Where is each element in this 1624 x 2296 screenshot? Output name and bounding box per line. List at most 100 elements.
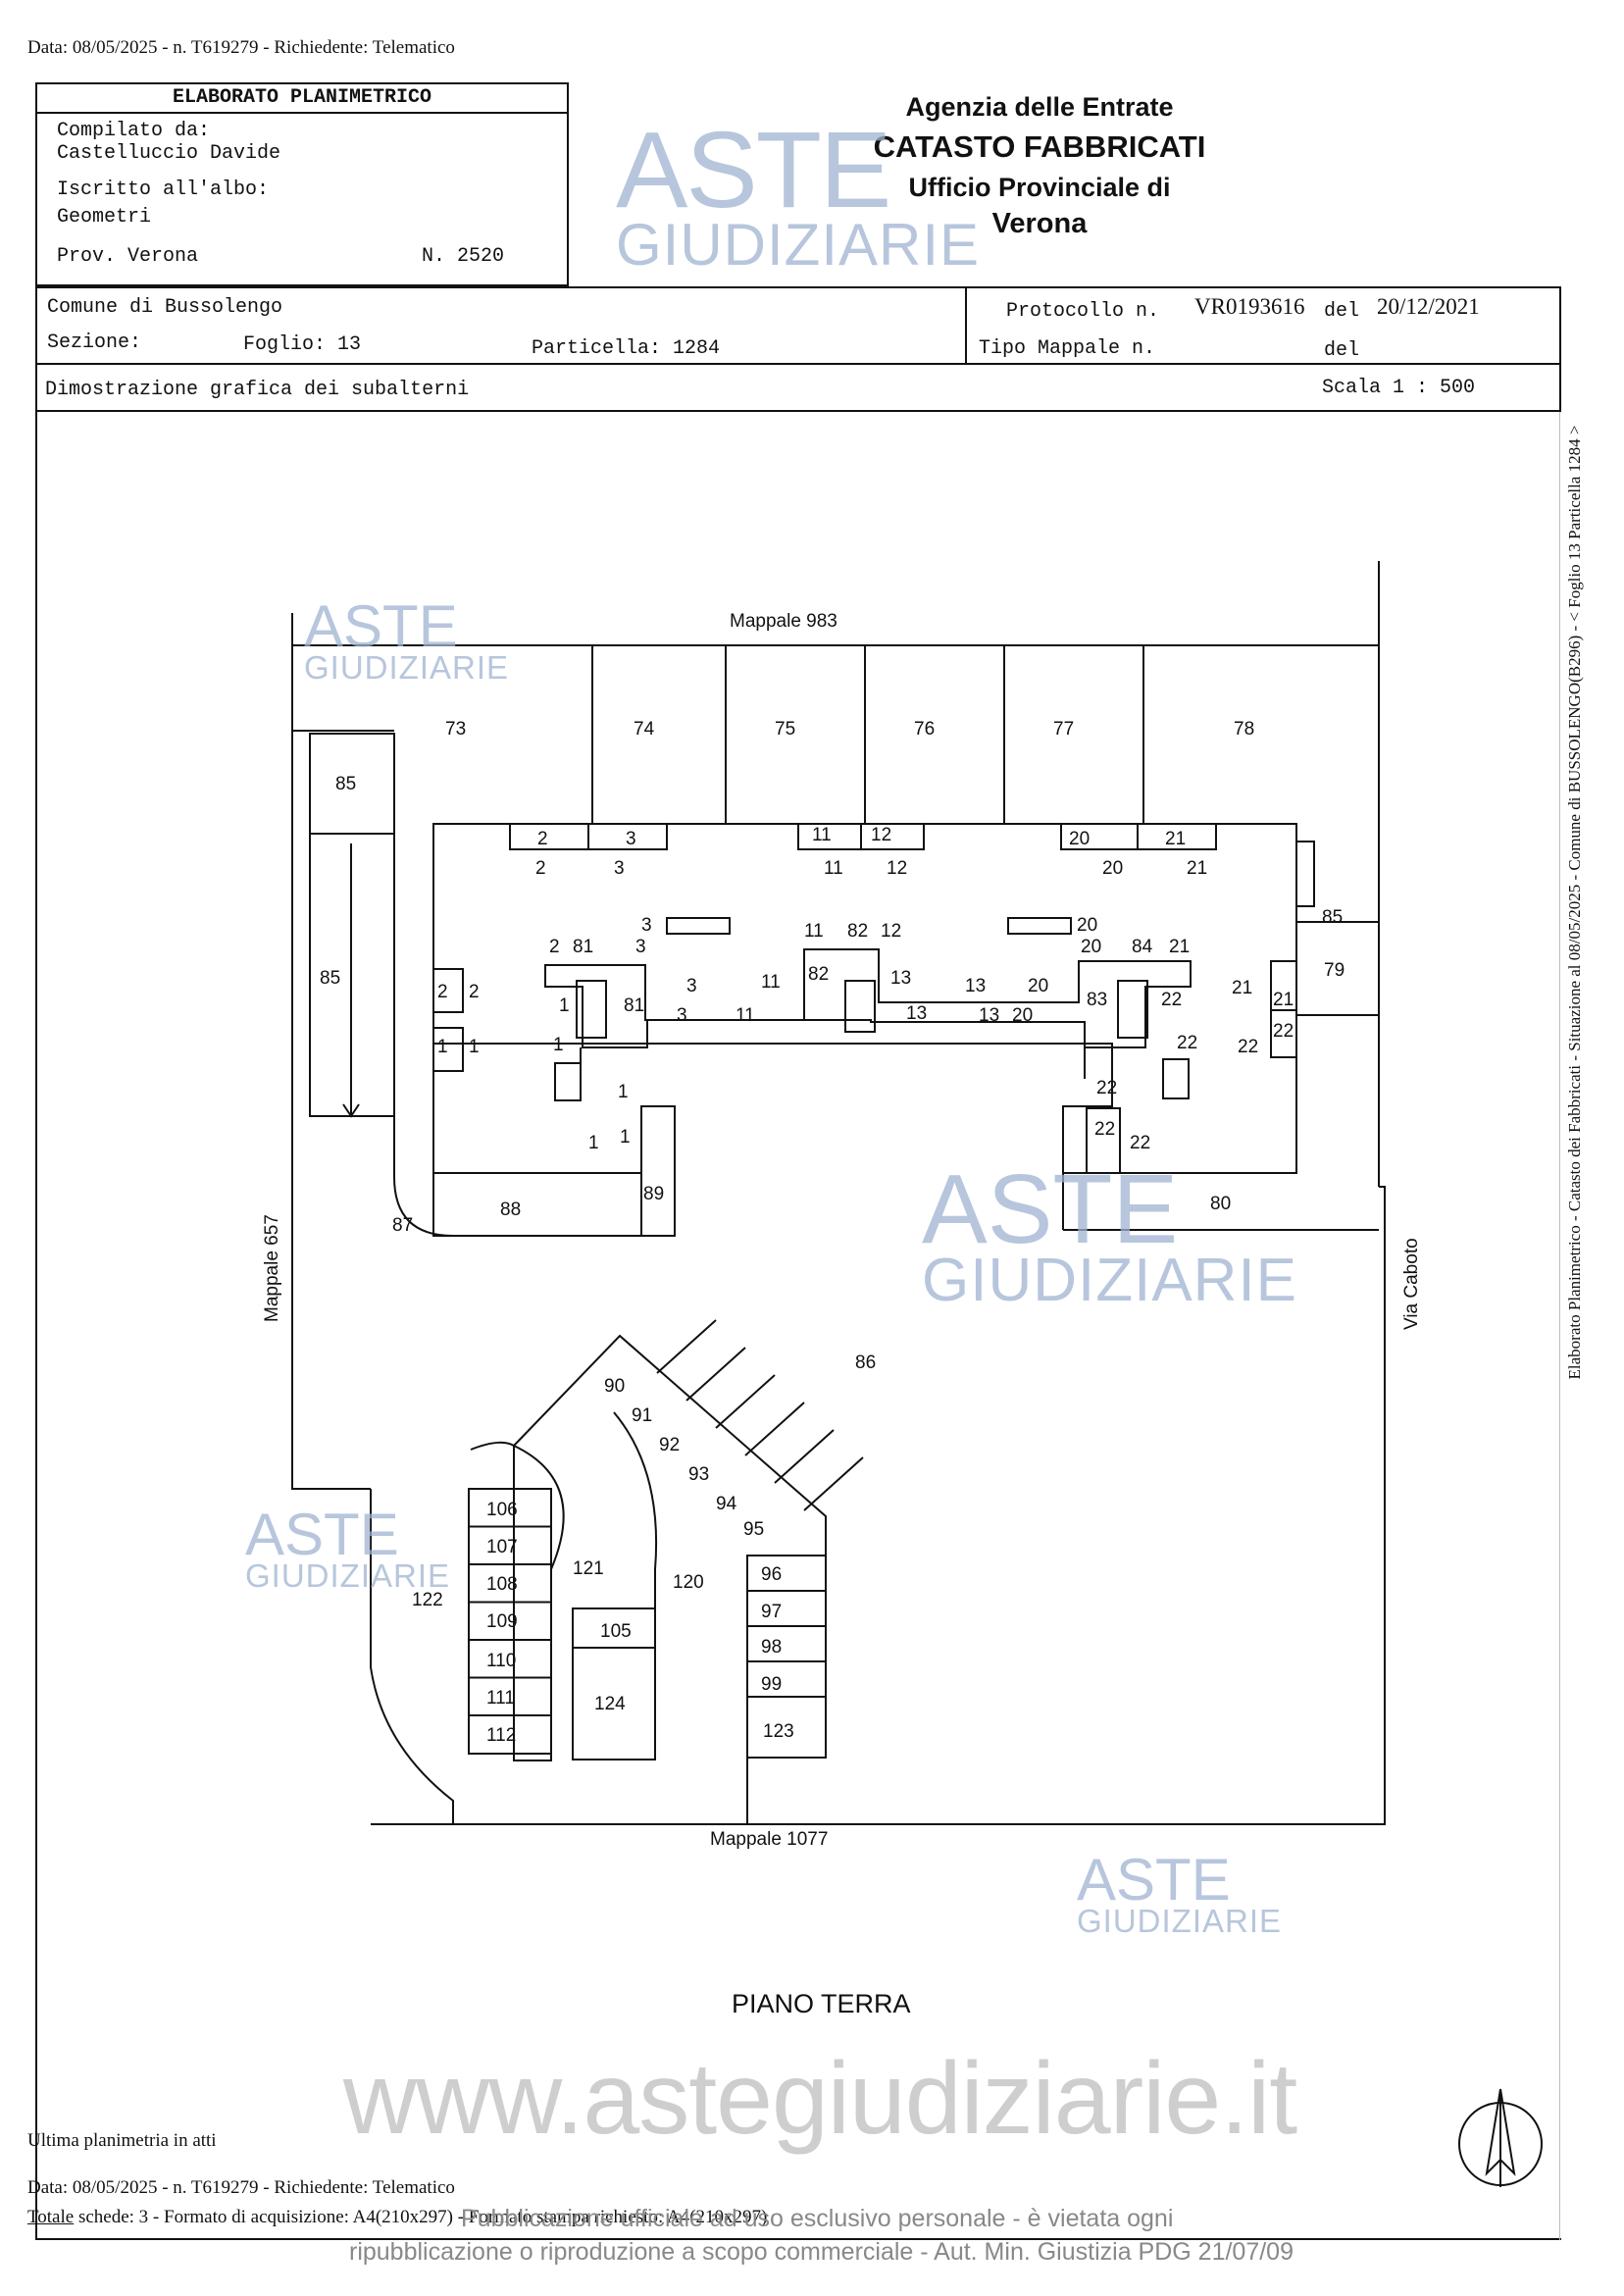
- label-subalterno-21-14: 21: [1165, 829, 1187, 849]
- label-subalterno-22-45: 22: [1161, 990, 1183, 1010]
- tipo-mappale-del: del: [1324, 339, 1360, 362]
- register-value: Geometri: [57, 206, 152, 229]
- label-subalterno-22-55: 22: [1096, 1078, 1118, 1098]
- register-number: N. 2520: [422, 245, 505, 268]
- label-garage-110: 110: [486, 1651, 517, 1671]
- stair-top-left: [666, 917, 731, 935]
- label-subalterno-86-62: 86: [855, 1352, 877, 1373]
- catasto-title: CATASTO FABBRICATI: [873, 129, 1206, 164]
- location-box-divider: [965, 286, 967, 365]
- label-subalterno-12-11: 12: [887, 858, 908, 879]
- label-garage-106: 106: [486, 1500, 518, 1520]
- label-subalterno-22-57: 22: [1130, 1133, 1151, 1153]
- compiled-label: Compilato da:: [57, 120, 211, 142]
- unit-2-side: [432, 968, 464, 1013]
- label-subalterno-81-19: 81: [573, 937, 594, 957]
- unit-22-notch: [1086, 1107, 1121, 1174]
- top-meta: Data: 08/05/2025 - n. T619279 - Richiede…: [27, 37, 455, 58]
- label-subalterno-12-23: 12: [881, 921, 902, 942]
- label-subalterno-21-15: 21: [1187, 858, 1208, 879]
- label-subalterno-20-40: 20: [1028, 976, 1049, 996]
- label-subalterno-105-66: 105: [600, 1621, 632, 1642]
- office-label: Ufficio Provinciale di: [908, 173, 1171, 202]
- protocol-number: VR0193616: [1194, 294, 1305, 319]
- label-unit-77: 77: [1053, 719, 1075, 740]
- label-unit-73: 73: [445, 719, 467, 740]
- foglio: Foglio: 13: [243, 333, 362, 356]
- label-subalterno-20-24: 20: [1081, 937, 1102, 957]
- footer-totals-label: Totale: [27, 2207, 75, 2227]
- label-unit-76: 76: [914, 719, 936, 740]
- footer-totals: Totale schede: 3 - Formato di acquisizio…: [27, 2207, 767, 2228]
- document-title: ELABORATO PLANIMETRICO: [172, 86, 432, 109]
- label-subalterno-11-9: 11: [824, 858, 843, 879]
- label-subalterno-1-31: 1: [559, 995, 570, 1016]
- label-subalterno-2-18: 2: [549, 937, 560, 957]
- label-garage-96: 96: [761, 1564, 783, 1585]
- site-boundary-right-lower: [1369, 1186, 1386, 1825]
- protocol-label: Protocollo n.: [1006, 300, 1160, 323]
- compiler-box: [35, 82, 569, 286]
- label-mappale-left: Mappale 657: [262, 1214, 282, 1322]
- label-subalterno-11-21: 11: [804, 921, 824, 942]
- label-subalterno-2-4: 2: [537, 829, 548, 849]
- label-subalterno-3-16: 3: [641, 915, 652, 936]
- label-subalterno-20-17: 20: [1077, 915, 1098, 936]
- label-subalterno-85-1: 85: [320, 968, 341, 989]
- label-subalterno-3-7: 3: [614, 858, 625, 879]
- watermark-notice-1: Pubblicazione ufficiale ad uso esclusivo…: [461, 2205, 1174, 2232]
- label-subalterno-2-5: 2: [535, 858, 546, 879]
- stair-far-right: [1295, 841, 1315, 907]
- lower-120-curve: [613, 1411, 658, 1758]
- label-subalterno-82-37: 82: [808, 964, 830, 985]
- label-unit-78: 78: [1234, 719, 1255, 740]
- garage-diag-divider-1: [685, 1347, 746, 1402]
- label-subalterno-1-30: 1: [469, 1037, 480, 1057]
- label-subalterno-87-59: 87: [392, 1215, 414, 1236]
- label-subalterno-13-41: 13: [906, 1003, 928, 1024]
- label-mappale-top: Mappale 983: [730, 611, 837, 632]
- register-label: Iscritto all'albo:: [57, 179, 270, 201]
- stair-left-lower: [554, 1062, 582, 1101]
- label-subalterno-11-8: 11: [812, 825, 832, 845]
- stair-top-right: [1007, 917, 1072, 935]
- province: Prov. Verona: [57, 245, 199, 268]
- label-subalterno-122-65: 122: [412, 1590, 443, 1610]
- label-subalterno-13-38: 13: [890, 968, 912, 989]
- protocol-del: del: [1324, 300, 1360, 323]
- label-subalterno-12-10: 12: [871, 825, 892, 845]
- watermark-plan-2: ASTE GIUDIZIARIE: [922, 1154, 1298, 1314]
- watermark-notice-2: ripubblicazione o riproduzione a scopo c…: [349, 2238, 1294, 2266]
- label-subalterno-11-34: 11: [761, 972, 781, 993]
- label-subalterno-3-6: 3: [626, 829, 636, 849]
- label-subalterno-11-36: 11: [736, 1005, 755, 1026]
- label-subalterno-81-32: 81: [624, 995, 645, 1016]
- label-subalterno-21-47: 21: [1273, 990, 1294, 1010]
- stair-center: [844, 980, 876, 1033]
- watermark-header: ASTE GIUDIZIARIE: [616, 110, 981, 278]
- area-88-boundary: [393, 1116, 641, 1237]
- demo-box: [35, 363, 1561, 412]
- label-subalterno-1-29: 1: [437, 1037, 448, 1057]
- label-subalterno-85-0: 85: [335, 774, 357, 794]
- label-subalterno-88-60: 88: [500, 1199, 522, 1220]
- comune: Comune di Bussolengo: [47, 296, 283, 319]
- drawing-frame-right: [1559, 412, 1560, 2240]
- garage-diag-divider-5: [803, 1456, 864, 1511]
- label-garage-94: 94: [716, 1494, 737, 1514]
- label-subalterno-3-20: 3: [635, 937, 646, 957]
- site-boundary-left: [291, 613, 371, 1490]
- garage-diag-divider-2: [715, 1374, 776, 1429]
- label-subalterno-2-28: 2: [469, 982, 480, 1002]
- label-unit-75: 75: [775, 719, 796, 740]
- watermark-plan-1: ASTE GIUDIZIARIE: [304, 593, 510, 686]
- office-city: Verona: [991, 208, 1088, 239]
- garage-column-right: [746, 1555, 827, 1759]
- label-subalterno-21-26: 21: [1169, 937, 1191, 957]
- drawing-frame-bottom: [35, 2238, 1561, 2240]
- label-garage-112: 112: [486, 1725, 517, 1746]
- drawing-frame-left: [35, 412, 37, 2240]
- label-subalterno-1-52: 1: [618, 1082, 629, 1102]
- label-subalterno-120-64: 120: [673, 1572, 704, 1593]
